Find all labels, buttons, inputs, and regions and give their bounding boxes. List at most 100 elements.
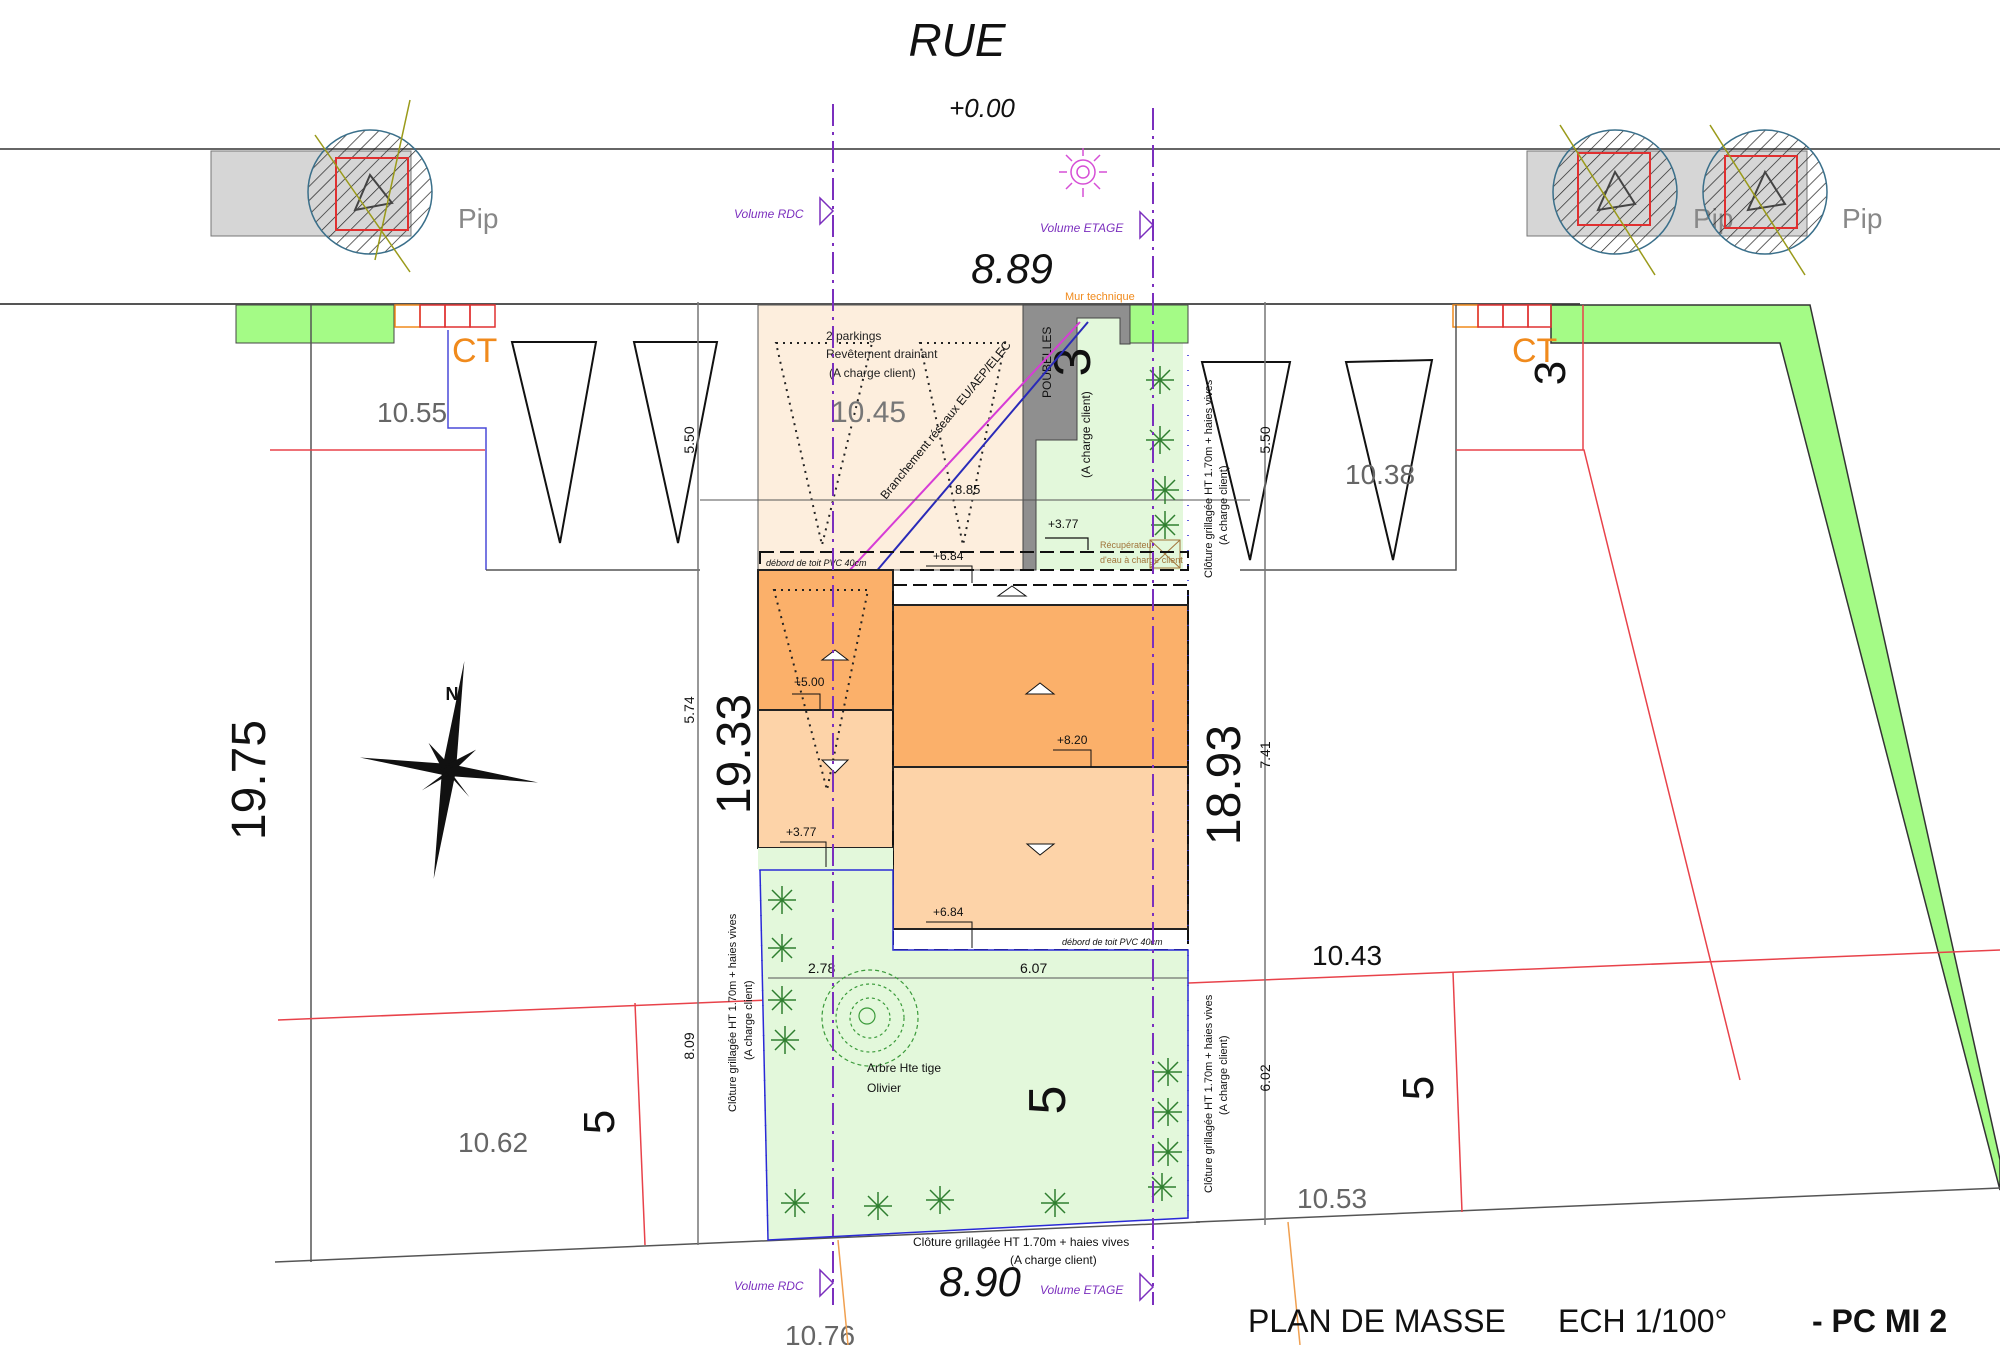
street-level: +0.00	[949, 93, 1015, 123]
level-eave-front: +6.84	[933, 549, 964, 563]
setback-rear-center: 5	[1019, 1086, 1077, 1115]
rain-tank-label-2: d'eau à charge client	[1100, 555, 1183, 565]
compass-north-icon	[359, 661, 539, 879]
plan-title: PLAN DE MASSE	[1248, 1303, 1506, 1339]
level-eave-rear: +6.84	[933, 905, 964, 919]
slope-down-arrow-2	[820, 759, 850, 774]
volume-rdc-top: Volume RDC	[734, 207, 804, 221]
dim-left-depth: 19.33	[708, 694, 761, 814]
house-garage-lower	[757, 709, 894, 849]
parking-spot-left-2	[632, 341, 719, 544]
tech-charge-label: (A charge client)	[1079, 391, 1093, 478]
dim-parking-left: 5.50	[681, 426, 697, 453]
garage-slot	[772, 589, 870, 791]
street-tree-right-1	[1552, 124, 1678, 276]
shrub-icons	[768, 366, 1182, 1220]
dim-garden-right-depth: 6.02	[1257, 1064, 1273, 1091]
level-leader	[792, 693, 821, 709]
fence-charge-right-bottom: (A charge client)	[1218, 1036, 1230, 1115]
dim-garden-left: 2.78	[808, 960, 835, 976]
green-strip-left	[235, 304, 395, 344]
pip-label-right-2: Pip	[1842, 203, 1882, 234]
parking-note-1: 2 parkings	[826, 329, 881, 343]
ct-label-right: CT	[1512, 332, 1557, 370]
house-garage-roof	[757, 569, 894, 711]
level-garage-roof: +5.00	[794, 675, 825, 689]
level-leader	[1045, 537, 1089, 550]
dim-house-right: 7.41	[1257, 741, 1273, 768]
parking-slot-1	[774, 342, 874, 546]
volume-etage-arrow-top	[1139, 210, 1155, 240]
network-line-left	[447, 330, 487, 570]
dim-house-left: 5.74	[681, 696, 697, 723]
compass-n-label: N	[446, 684, 459, 704]
dim-lot-left-depth: 19.75	[223, 720, 276, 840]
garden	[759, 869, 1189, 1241]
level-plot-front: 10.45	[831, 396, 906, 429]
sun-icon	[1059, 148, 1107, 197]
ct-label-left: CT	[452, 332, 497, 370]
overhang-label-rear: débord de toit PVC 40cm	[1062, 937, 1163, 947]
level-left-rear: 10.62	[458, 1127, 528, 1158]
level-leader	[780, 841, 827, 867]
dim-garden-left-depth: 8.09	[681, 1032, 697, 1059]
olive-tree-icon	[821, 969, 919, 1067]
fence-label-bottom: Clôture grillagée HT 1.70m + haies vives	[913, 1235, 1129, 1249]
meter-boxes-right	[1452, 304, 1552, 328]
volume-rdc-arrow-top	[819, 196, 835, 226]
dim-rear-width: 8.90	[939, 1258, 1021, 1305]
neighbor-lot-right	[1195, 305, 2000, 1223]
parking-spot-right-1	[1200, 361, 1292, 561]
dim-front-width: 8.89	[971, 245, 1053, 292]
parking-note-2: Revêtement drainant	[826, 347, 938, 361]
setback-rear-right: 5	[1394, 1076, 1443, 1100]
dim-right-depth: 18.93	[1198, 725, 1251, 845]
tree-label-2: Olivier	[867, 1081, 901, 1095]
meter-boxes-left	[394, 304, 496, 328]
pip-label-left: Pip	[458, 203, 498, 234]
volume-rdc-bottom: Volume RDC	[734, 1279, 804, 1293]
fence-charge-bottom: (A charge client)	[1010, 1253, 1097, 1267]
dim-parking-width: 8.85	[955, 482, 980, 497]
rain-tank-label-1: Récupérateur	[1100, 540, 1155, 550]
tree-label-1: Arbre Hte tige	[867, 1061, 941, 1075]
fence-charge-right-top: (A charge client)	[1218, 466, 1230, 545]
level-left-front: 10.55	[377, 397, 447, 428]
level-right-rear: 10.53	[1297, 1183, 1367, 1214]
dim-parking-right: 5.50	[1257, 426, 1273, 453]
dim-garden-right: 6.07	[1020, 960, 1047, 976]
level-rear-street: 10.76	[785, 1320, 855, 1345]
overhang-label-front: débord de toit PVC 40cm	[766, 558, 867, 568]
setback-rear-left: 5	[575, 1110, 624, 1134]
bins-label: POUBELLES	[1040, 327, 1054, 398]
setback-front-right: 3	[1526, 361, 1575, 385]
orange-boundary	[1287, 1221, 1301, 1345]
green-strip-right	[1550, 304, 2000, 1191]
fence-charge-left: (A charge client)	[743, 981, 755, 1060]
level-right-mid: 10.43	[1312, 940, 1382, 971]
neighbor-lot-left	[274, 305, 1201, 1263]
green-strip-center	[1129, 304, 1189, 344]
orange-boundary	[837, 1239, 849, 1345]
volume-etage-arrow-bottom	[1139, 1272, 1155, 1302]
level-ridge: +8.20	[1057, 733, 1088, 747]
level-leader	[1053, 749, 1092, 767]
fence-label-right-bottom: Clôture grillagée HT 1.70m + haies vives	[1203, 994, 1215, 1193]
tech-wall-label: Mur technique	[1065, 291, 1135, 303]
slope-up-arrow-2	[1024, 682, 1056, 695]
level-leader	[926, 921, 973, 948]
volume-etage-top: Volume ETAGE	[1040, 221, 1124, 235]
slope-down-arrow	[1025, 843, 1056, 856]
slope-up-arrow-3	[820, 649, 850, 661]
parking-spot-right-2	[1344, 358, 1434, 561]
sheet-reference: - PC MI 2	[1812, 1303, 1947, 1339]
slope-up-arrow-1	[996, 585, 1028, 597]
parking-slot-2	[918, 342, 1007, 546]
street-tree-left	[307, 99, 433, 273]
fence-label-left: Clôture grillagée HT 1.70m + haies vives	[727, 913, 739, 1112]
fence-label-right-top: Clôture grillagée HT 1.70m + haies vives	[1203, 379, 1215, 578]
parking-spot-left-1	[510, 341, 598, 544]
volume-etage-bottom: Volume ETAGE	[1040, 1283, 1124, 1297]
rain-tank-icon	[1149, 539, 1181, 569]
